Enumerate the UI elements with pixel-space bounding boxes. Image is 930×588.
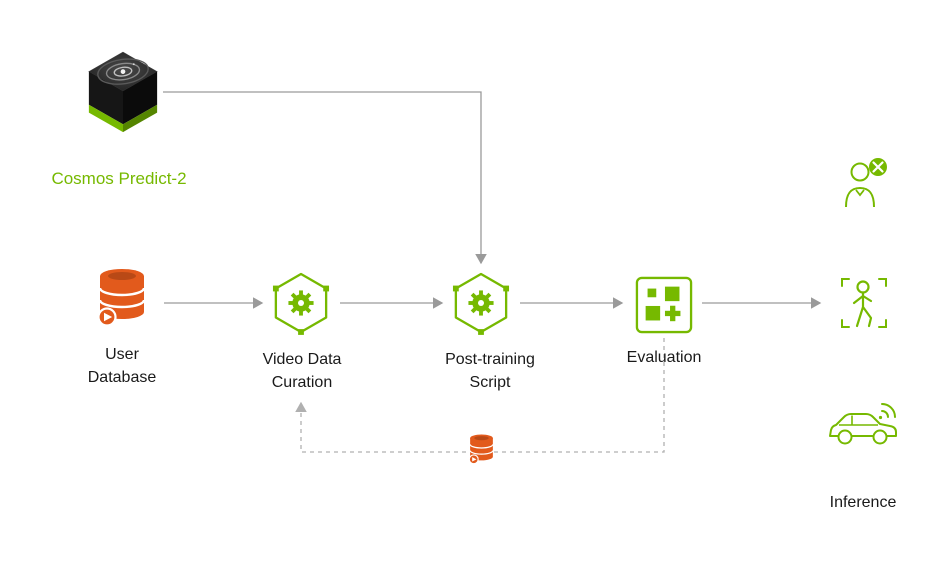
cosmos-cube-icon [88,51,158,133]
galaxy-swirl [97,58,149,85]
video-database-icon [97,269,146,327]
gear-icon [288,290,314,316]
user-database-label: User Database [42,343,202,389]
connected-car-icon [829,403,897,445]
user-database-label-line1: User [105,346,139,363]
plus-icon [664,305,681,322]
evaluation-label: Evaluation [626,349,702,366]
evaluation-grid-icon [635,276,693,334]
inference-label: Inference [829,494,897,511]
hexagon-gear-icon [272,272,330,335]
video-data-curation-label: Video Data Curation [222,348,382,394]
video-data-curation-label-line1: Video Data [262,351,342,368]
cosmos-predict2-label: Cosmos Predict-2 [51,169,187,188]
video-database-icon [468,434,494,465]
pedestrian-detection-icon [841,278,887,328]
connector-feedback-loop [295,338,665,453]
human-robot-icon [845,158,887,208]
video-data-curation-label-line2: Curation [271,374,333,392]
post-training-script-label: Post-training Script [410,348,570,394]
hexagon-gear-icon [452,272,510,335]
user-database-label-line2: Database [87,369,157,387]
post-training-script-label-line2: Script [469,374,511,392]
signal-icon [878,403,896,420]
gear-icon [468,290,494,316]
post-training-script-label-line1: Post-training [445,351,535,368]
connector-model-to-posttraining [163,91,487,265]
